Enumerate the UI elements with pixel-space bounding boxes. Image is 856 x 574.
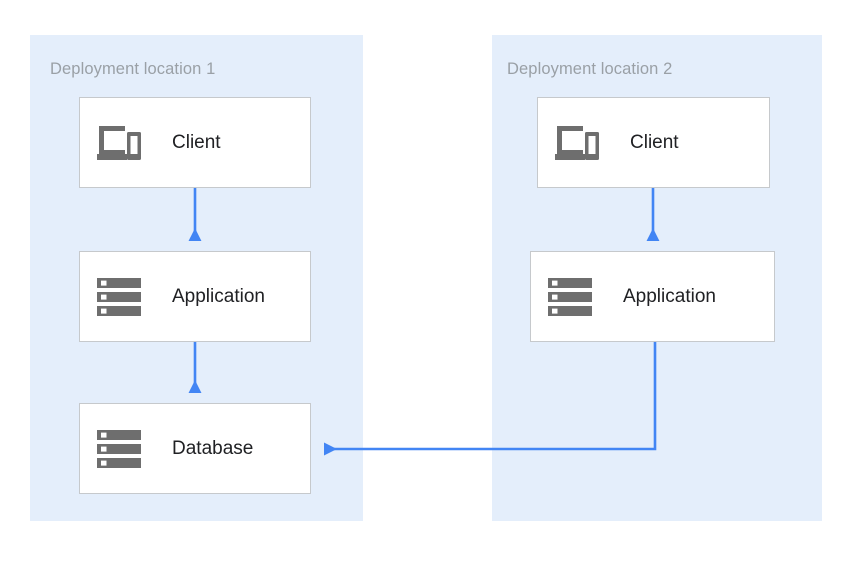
node-database-1-label: Database	[172, 437, 254, 459]
node-client-2[interactable]: Client	[537, 97, 770, 188]
server-stack-icon	[97, 429, 141, 468]
node-client-1[interactable]: Client	[79, 97, 311, 188]
node-database-1[interactable]: Database	[79, 403, 311, 494]
client-devices-icon	[97, 124, 141, 162]
deployment-zone-1-label: Deployment location 1	[50, 60, 216, 78]
node-application-1[interactable]: Application	[79, 251, 311, 342]
node-application-2[interactable]: Application	[530, 251, 775, 342]
server-stack-icon	[548, 277, 592, 316]
node-application-2-label: Application	[623, 285, 716, 307]
deployment-zone-2-label: Deployment location 2	[507, 60, 673, 78]
node-client-2-label: Client	[630, 131, 679, 153]
node-client-1-label: Client	[172, 131, 221, 153]
node-application-1-label: Application	[172, 285, 265, 307]
server-stack-icon	[97, 277, 141, 316]
client-devices-icon	[555, 124, 599, 162]
